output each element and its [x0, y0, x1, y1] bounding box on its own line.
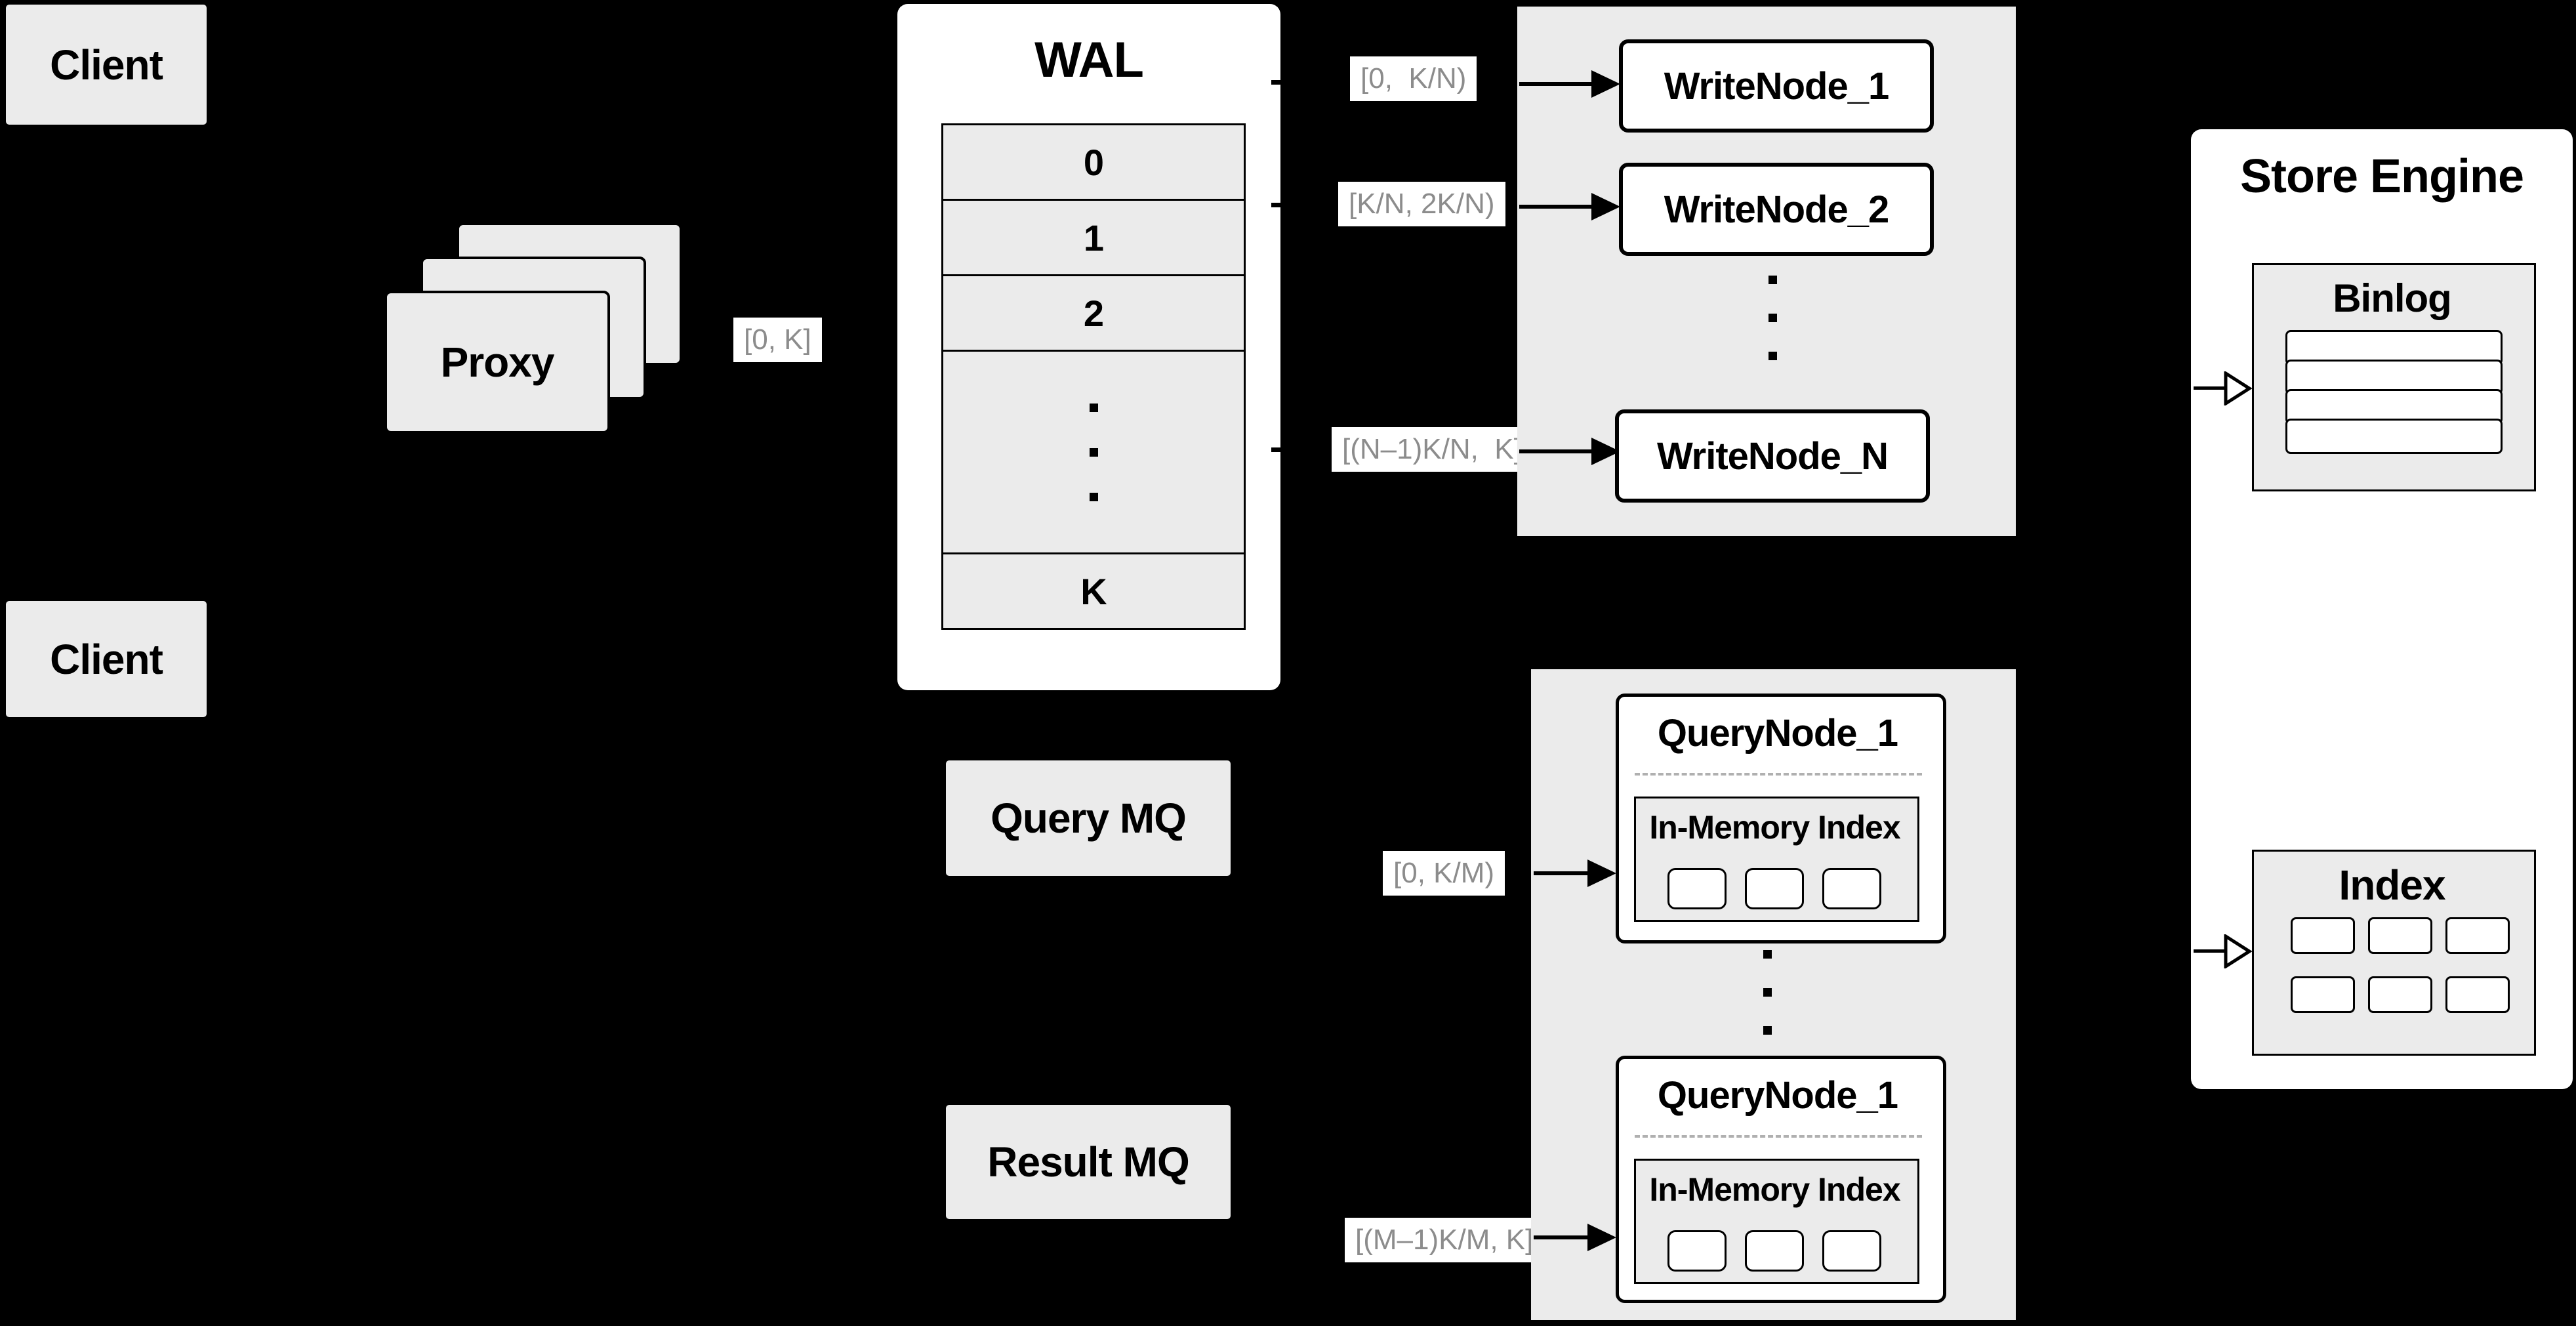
arrow-to-binlog [2194, 386, 2228, 390]
edge-label-proxy-to-wal: [0, K] [733, 318, 822, 363]
wal-segment-2: 2 [943, 276, 1244, 352]
wal-segment-ellipsis [943, 352, 1244, 554]
query-node-bottom-title: QueryNode_1 [1657, 1074, 1898, 1117]
edge-label-wal-to-writenode-n: [(N–1)K/N, K] [1332, 427, 1532, 472]
ellipsis-dot [1763, 950, 1772, 959]
dashed-divider [1635, 1135, 1922, 1138]
index-cell [2291, 976, 2355, 1013]
in-memory-index-cell [1822, 868, 1881, 909]
ellipsis-dot [1763, 988, 1772, 997]
proxy-label: Proxy [440, 339, 555, 386]
result-mq-label: Result MQ [987, 1138, 1189, 1186]
ellipsis-dot [1763, 1026, 1772, 1035]
arrow-to-index [2194, 949, 2228, 953]
query-mq-label: Query MQ [991, 795, 1187, 842]
arrowhead-hollow-icon [2224, 934, 2253, 968]
ellipsis-dot [1089, 447, 1098, 457]
in-memory-index-bottom-title: In-Memory Index [1649, 1171, 1900, 1208]
wal-segment-table: 0 1 2 K [941, 123, 1246, 630]
arrowhead-hollow-icon [2224, 371, 2253, 405]
arrowhead-solid-icon [1587, 1224, 1616, 1251]
write-node-1-label: WriteNode_1 [1664, 64, 1889, 108]
wal-segment-k-label: K [1080, 570, 1107, 612]
wal-edge-stub [1271, 447, 1282, 452]
in-memory-index-cell [1667, 868, 1727, 909]
ellipsis-dot [1089, 403, 1098, 412]
client-bottom-box: Client [6, 601, 207, 717]
arrow-to-writenode-2 [1519, 205, 1593, 209]
ellipsis-dot [1768, 314, 1777, 322]
in-memory-index-cell [1745, 1230, 1804, 1272]
binlog-row [2285, 419, 2503, 454]
wal-segment-0: 0 [943, 125, 1244, 201]
write-node-1-box: WriteNode_1 [1619, 39, 1934, 133]
binlog-title: Binlog [2333, 276, 2452, 320]
wal-segment-1-label: 1 [1083, 217, 1104, 259]
client-top-label: Client [50, 41, 163, 89]
index-cell [2445, 917, 2510, 954]
arrow-to-writenode-n [1519, 449, 1593, 453]
write-node-2-box: WriteNode_2 [1619, 163, 1934, 256]
store-engine-title: Store Engine [2239, 150, 2524, 203]
wal-edge-stub [1271, 203, 1282, 207]
index-cell [2291, 917, 2355, 954]
wal-title: WAL [1034, 32, 1144, 88]
edge-label-resultmq-to-node: [(M–1)K/M, K] [1345, 1218, 1544, 1263]
edge-label-querymq-to-node: [0, K/M) [1383, 851, 1505, 896]
index-cell [2368, 976, 2432, 1013]
arrowhead-solid-icon [1587, 860, 1616, 887]
in-memory-index-cell [1745, 868, 1804, 909]
query-node-top-title: QueryNode_1 [1657, 712, 1898, 755]
client-bottom-label: Client [50, 635, 163, 683]
write-node-2-label: WriteNode_2 [1664, 188, 1889, 231]
in-memory-index-cell [1667, 1230, 1727, 1272]
write-nodes-ellipsis [1768, 276, 1777, 360]
query-mq-box: Query MQ [946, 760, 1231, 876]
index-cell [2445, 976, 2510, 1013]
dashed-divider [1635, 773, 1922, 776]
write-node-n-label: WriteNode_N [1656, 434, 1889, 478]
arrow-to-writenode-1 [1519, 82, 1593, 86]
ellipsis-dot [1768, 276, 1777, 284]
arrowhead-solid-icon [1591, 70, 1620, 98]
wal-segment-k: K [943, 554, 1244, 628]
in-memory-index-cell [1822, 1230, 1881, 1272]
index-title: Index [2339, 861, 2445, 909]
client-top-box: Client [6, 5, 207, 125]
arrowhead-solid-icon [1591, 193, 1620, 220]
wal-segment-0-label: 0 [1083, 141, 1104, 183]
edge-label-wal-to-writenode-1: [0, K/N) [1350, 56, 1477, 102]
proxy-front-card: Proxy [384, 291, 610, 434]
arrow-to-querynode-bottom [1534, 1235, 1590, 1239]
result-mq-box: Result MQ [946, 1105, 1231, 1219]
wal-segment-2-label: 2 [1083, 292, 1104, 334]
wal-edge-stub [1271, 80, 1282, 85]
edge-label-wal-to-writenode-2: [K/N, 2K/N) [1338, 182, 1505, 227]
index-cell [2368, 917, 2432, 954]
arrow-to-querynode-top [1534, 871, 1590, 875]
ellipsis-dot [1089, 492, 1098, 501]
query-nodes-ellipsis [1763, 950, 1772, 1035]
wal-segment-1: 1 [943, 201, 1244, 276]
in-memory-index-top-title: In-Memory Index [1649, 809, 1900, 846]
ellipsis-dot [1768, 352, 1777, 360]
write-node-n-box: WriteNode_N [1615, 409, 1930, 503]
